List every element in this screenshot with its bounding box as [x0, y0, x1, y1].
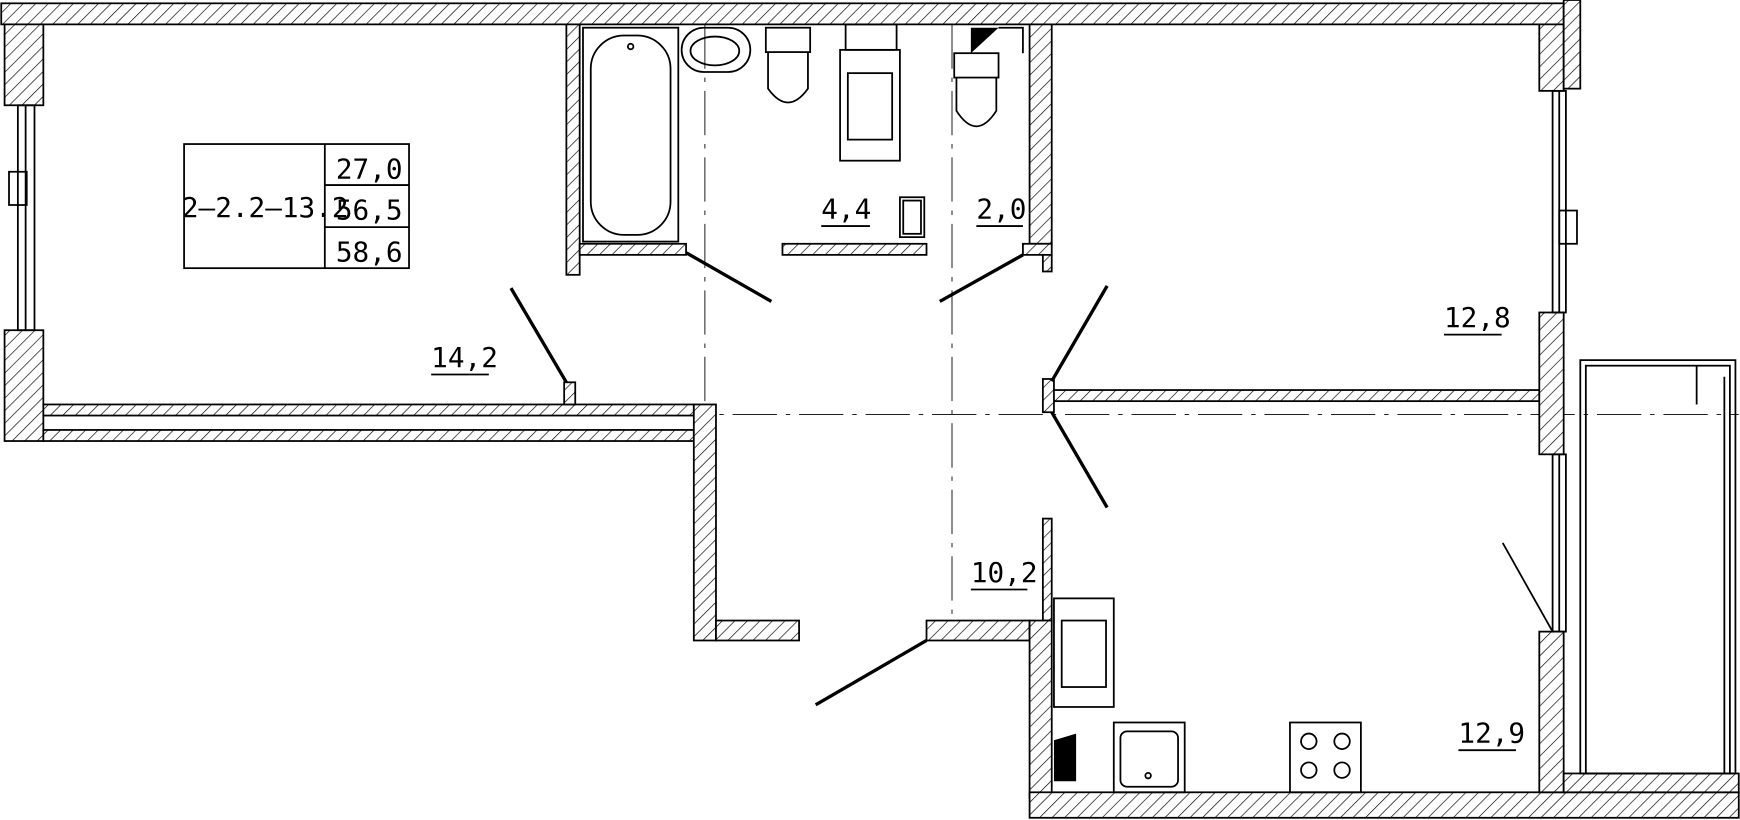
- room-area-toilet: 2,0: [976, 192, 1026, 225]
- fridge-icon: [1053, 597, 1115, 708]
- balcony: [1579, 359, 1737, 775]
- shower-drain-icon: [899, 196, 926, 239]
- door-swings: [509, 251, 1554, 707]
- toilet-icon: [953, 26, 1024, 128]
- riser-icon: [1053, 733, 1077, 782]
- area-with-balcony: 58,6: [336, 236, 403, 269]
- toilet-icon: [764, 26, 812, 104]
- axis-lines: [666, 24, 1739, 621]
- room-area-bedroom: 12,8: [1444, 301, 1511, 334]
- room-area-kitchen: 12,9: [1458, 716, 1525, 749]
- boiler-icon: [839, 23, 901, 162]
- living-area: 27,0: [336, 152, 403, 185]
- bathtub-icon: [582, 26, 680, 243]
- room-labels: 14,2 4,4 2,0 12,8 10,2 12,9: [431, 192, 1525, 752]
- stove-icon: [1289, 721, 1362, 794]
- room-area-living-room: 14,2: [431, 341, 498, 374]
- room-area-bathroom: 4,4: [821, 192, 871, 225]
- apartment-code: 2–2.2–13.2: [182, 191, 349, 224]
- fixtures: [582, 23, 1362, 794]
- room-area-hallway: 10,2: [971, 556, 1038, 589]
- total-area: 56,5: [336, 193, 403, 226]
- sink-icon: [680, 26, 752, 73]
- apartment-info-table: 2–2.2–13.2 27,0 56,5 58,6: [182, 143, 410, 270]
- windows: [8, 89, 1578, 633]
- sink-icon: [1112, 721, 1186, 794]
